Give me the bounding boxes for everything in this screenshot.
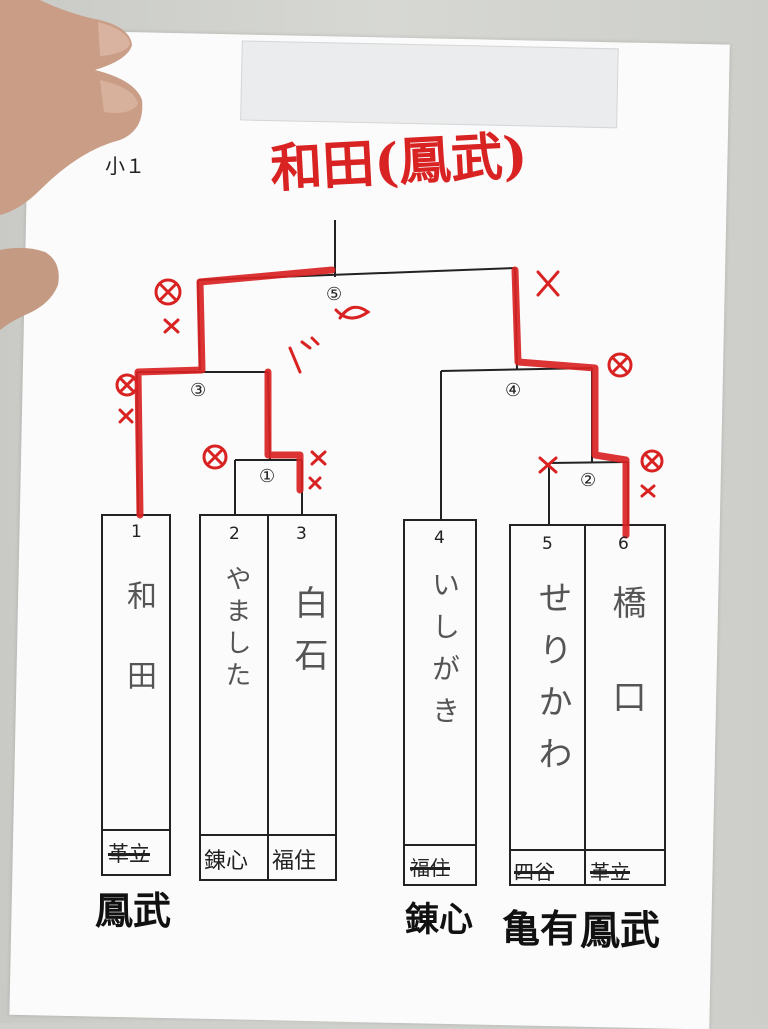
loss-mark-icon	[536, 270, 560, 297]
win-mark-icon	[607, 352, 633, 378]
match-number-5: ⑤	[326, 284, 343, 305]
entry-name-5: せりかわ	[532, 580, 572, 788]
entry-number-3: 3	[296, 524, 307, 544]
grade-label: 小１	[105, 154, 145, 178]
entry-name-2: やました	[221, 565, 251, 693]
written-club-4: 錬心	[405, 900, 473, 940]
club-label-1: 革立	[108, 842, 150, 866]
club-label-5: 四谷	[514, 860, 554, 884]
match1-red-path	[264, 368, 304, 494]
entry-number-6: 6	[618, 534, 629, 554]
match-number-2: ②	[580, 470, 597, 491]
club-label-2: 錬心	[204, 849, 249, 874]
match-number-4: ④	[505, 380, 522, 401]
entry-number-4: 4	[434, 528, 445, 548]
written-club-1: 鳳武	[95, 888, 172, 933]
scribble-mark	[334, 305, 371, 320]
loss-mark-icon	[310, 450, 327, 466]
match-number-1: ①	[259, 466, 276, 487]
finger	[0, 247, 59, 330]
loss-mark-icon	[538, 456, 558, 474]
entry-name-4: いしがき	[428, 570, 461, 738]
winner-path-right	[511, 266, 630, 539]
entry-number-2: 2	[229, 524, 240, 544]
loss-mark-icon	[640, 484, 656, 498]
club-label-4: 福住	[410, 856, 450, 880]
entry-name-6: 橋口	[606, 585, 646, 773]
win-mark-icon	[640, 449, 664, 473]
loss-mark-icon	[308, 476, 322, 490]
match-number-3: ③	[190, 380, 207, 401]
entry-name-1: 和田	[121, 580, 156, 740]
win-mark-icon	[154, 278, 182, 306]
club-label-3: 福住	[272, 849, 317, 874]
entry-name-3: 白石	[288, 585, 328, 689]
entry-box-4	[403, 519, 477, 886]
entry-box-5-6	[509, 524, 666, 886]
entry-number-1: 1	[131, 522, 142, 542]
entry-number-5: 5	[542, 534, 553, 554]
club-label-6: 革立	[590, 860, 630, 884]
loss-mark-icon	[118, 408, 134, 424]
win-mark-icon	[115, 373, 139, 397]
loss-mark-icon	[163, 318, 180, 334]
written-club-5: 亀有	[502, 906, 579, 951]
winner-path-left	[134, 266, 336, 519]
written-club-6: 鳳武	[580, 907, 660, 954]
win-mark-icon	[202, 444, 228, 470]
scribble-mark	[288, 336, 320, 374]
match2-line	[548, 461, 629, 464]
entry-box-1	[101, 514, 171, 876]
